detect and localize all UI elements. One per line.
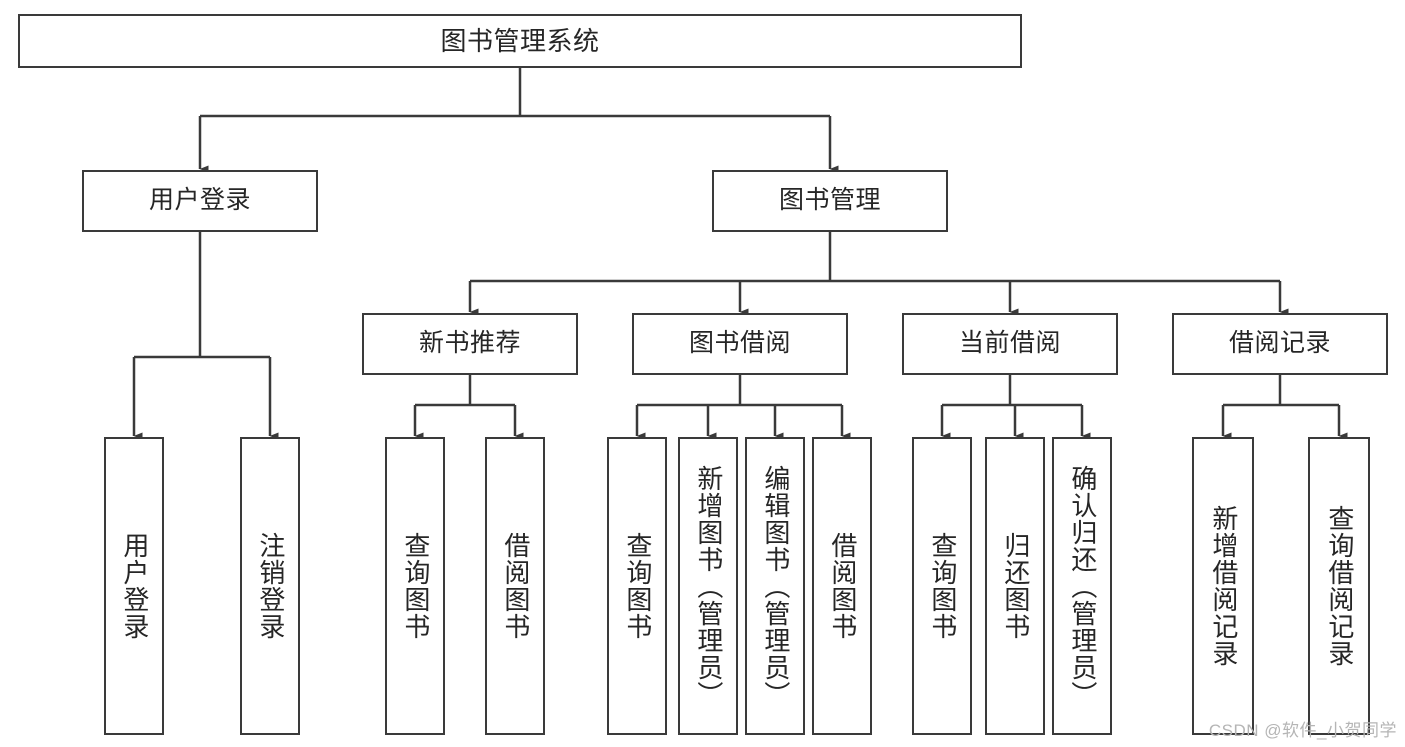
node-new-book-recommend[interactable]: 新书推荐 [362,313,578,375]
node-user-login-label: 用户登录 [148,186,251,215]
edge-layer [132,68,1348,440]
node-leaf-query-book-2[interactable]: 查询图书 [607,437,667,735]
node-leaf-query-record[interactable]: 查询借阅记录 [1308,437,1370,735]
node-borrow-record[interactable]: 借阅记录 [1172,313,1388,375]
node-leaf-query-record-label: 查询借阅记录 [1324,505,1355,667]
node-current-borrow-label: 当前借阅 [958,329,1061,358]
node-leaf-borrow-book-1[interactable]: 借阅图书 [485,437,545,735]
node-book-borrow-label: 图书借阅 [688,329,791,358]
node-leaf-confirm-return-label: 确认归还（管理员） [1067,464,1098,708]
node-book-borrow[interactable]: 图书借阅 [632,313,848,375]
node-leaf-add-book-label: 新增图书（管理员） [693,464,724,708]
node-current-borrow[interactable]: 当前借阅 [902,313,1118,375]
node-leaf-borrow-book-2[interactable]: 借阅图书 [812,437,872,735]
node-leaf-borrow-book-1-label: 借阅图书 [500,532,531,640]
node-leaf-query-book-3-label: 查询图书 [927,532,958,640]
node-leaf-user-logout[interactable]: 注销登录 [240,437,300,735]
node-root-label: 图书管理系统 [440,25,600,56]
node-leaf-add-record-label: 新增借阅记录 [1208,505,1239,667]
node-leaf-confirm-return[interactable]: 确认归还（管理员） [1052,437,1112,735]
node-root[interactable]: 图书管理系统 [18,14,1022,68]
node-leaf-borrow-book-2-label: 借阅图书 [827,532,858,640]
node-leaf-edit-book-label: 编辑图书（管理员） [760,464,791,708]
node-leaf-query-book-3[interactable]: 查询图书 [912,437,972,735]
node-user-login[interactable]: 用户登录 [82,170,318,232]
node-leaf-query-book-1-label: 查询图书 [400,532,431,640]
node-borrow-record-label: 借阅记录 [1228,329,1331,358]
node-leaf-add-book[interactable]: 新增图书（管理员） [678,437,738,735]
node-leaf-return-book[interactable]: 归还图书 [985,437,1045,735]
node-leaf-edit-book[interactable]: 编辑图书（管理员） [745,437,805,735]
node-book-manage[interactable]: 图书管理 [712,170,948,232]
node-leaf-user-logout-label: 注销登录 [255,532,286,640]
node-leaf-return-book-label: 归还图书 [1000,532,1031,640]
node-new-book-recommend-label: 新书推荐 [418,329,521,358]
node-leaf-query-book-2-label: 查询图书 [622,532,653,640]
node-leaf-query-book-1[interactable]: 查询图书 [385,437,445,735]
node-leaf-add-record[interactable]: 新增借阅记录 [1192,437,1254,735]
node-leaf-user-login-label: 用户登录 [119,532,150,640]
node-book-manage-label: 图书管理 [778,186,881,215]
node-leaf-user-login[interactable]: 用户登录 [104,437,164,735]
